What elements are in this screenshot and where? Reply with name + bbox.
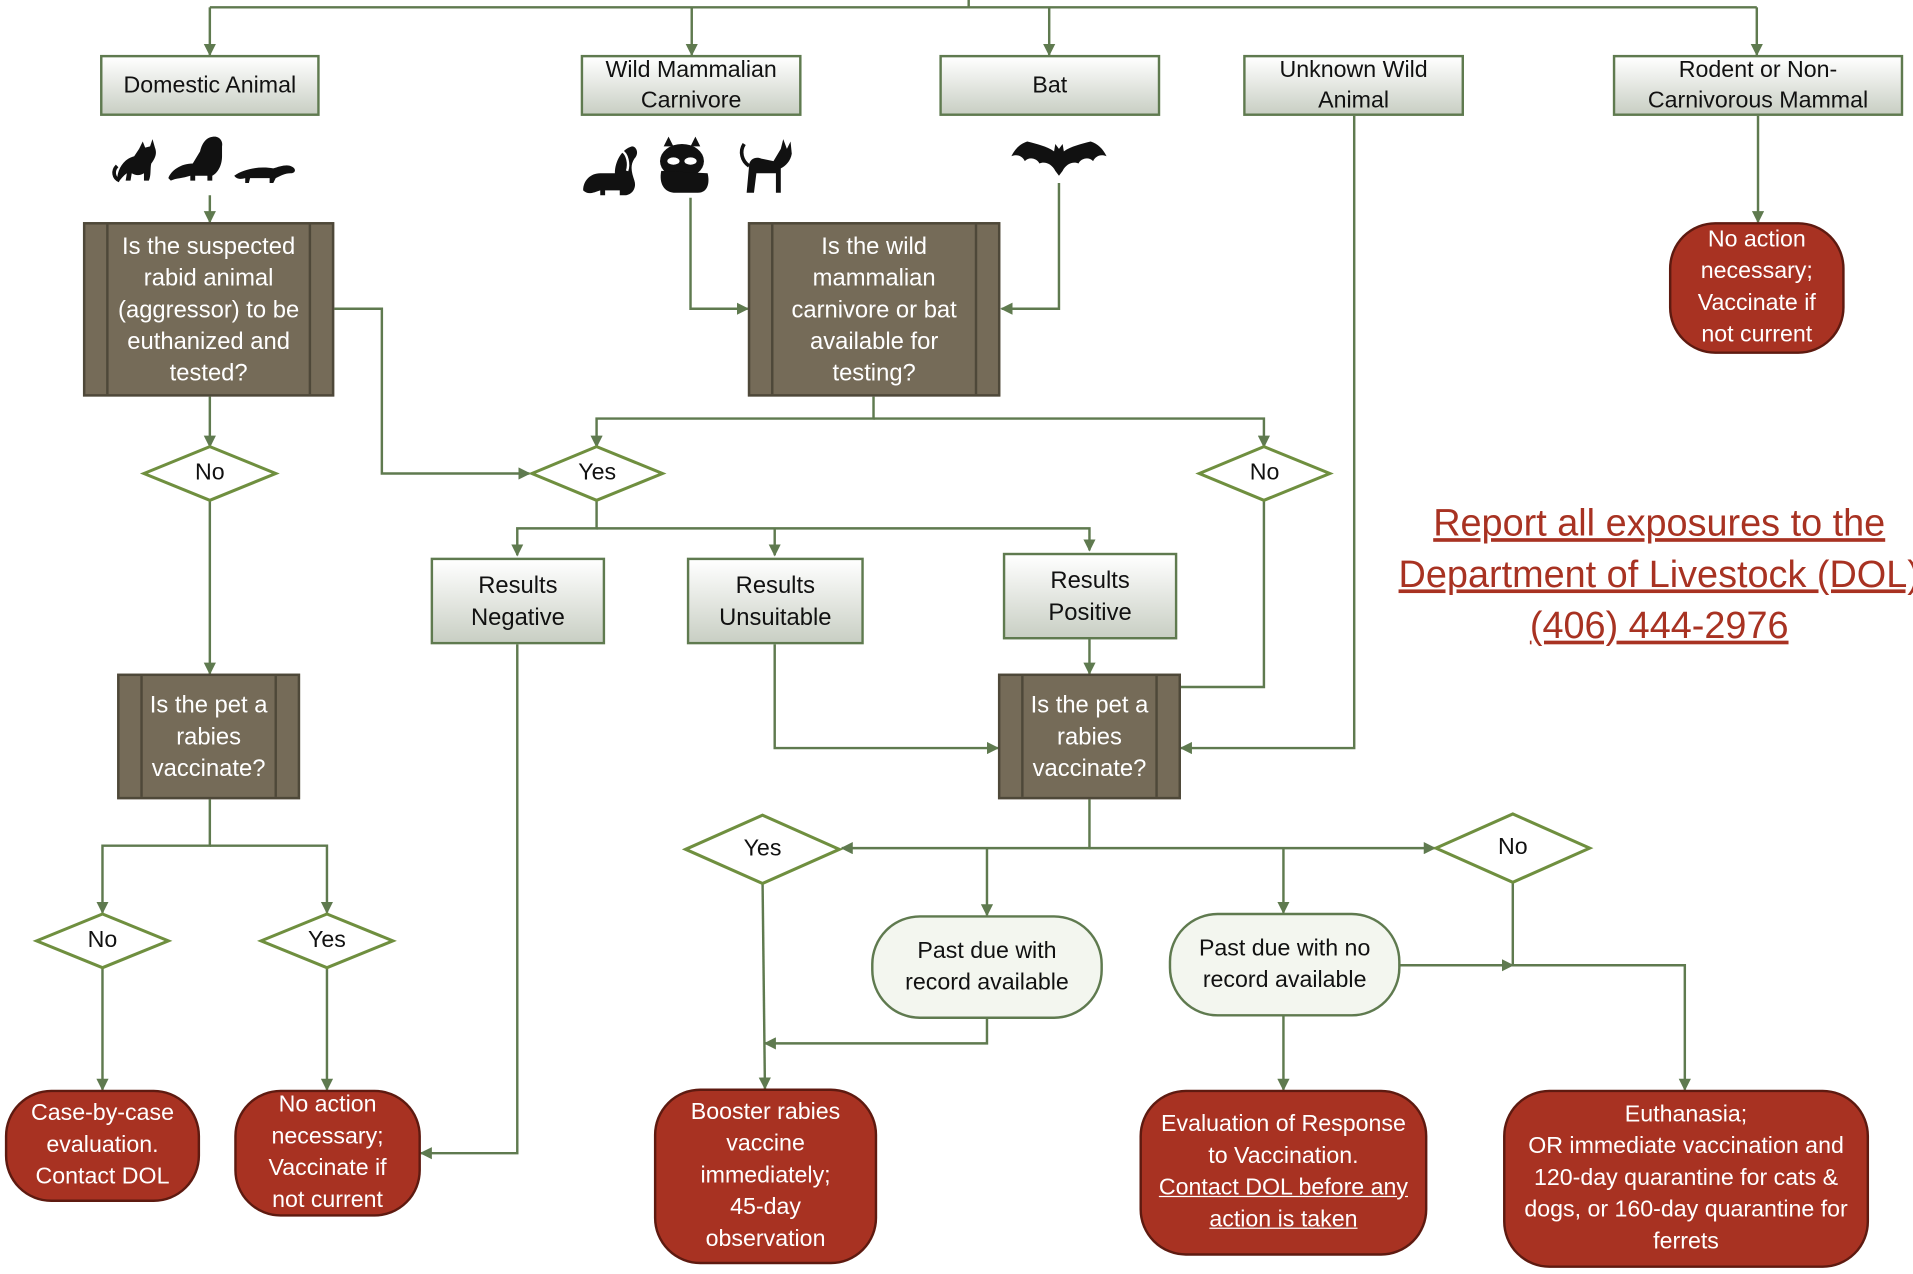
outcome-booster-vaccine: Booster rabies vaccine immediately; 45-d… [653,1088,878,1265]
dog-icon [168,136,223,181]
decision-yes-right [681,813,844,886]
label-yes-tested: Yes [578,460,617,486]
results-unsuitable: Results Unsuitable [686,557,864,645]
label-no-right: No [1497,834,1528,861]
past-due-with-record: Past due with record available [871,915,1103,1019]
outcome-no-action: No action necessary; Vaccinate if not cu… [234,1089,421,1217]
question-available-for-testing: Is the wild mammalian carnivore or bat a… [747,222,1001,397]
category-wild-mammalian-carnivore: Wild Mammalian Carnivore [580,54,802,116]
decision-yes-left [257,912,397,970]
category-bat: Bat [939,54,1161,116]
domestic-icons [112,136,295,184]
category-rodent: Rodent or Non-Carnivorous Mammal [1612,54,1904,116]
decision-no-available [1195,444,1334,502]
question-euthanize-and-test: Is the suspected rabid animal (aggressor… [82,222,335,397]
cat-icon [112,139,156,183]
skunk-icon [583,146,638,196]
outcome-rodent-no-action: No action necessary; Vaccinate if not cu… [1668,222,1845,354]
wild-icons [583,136,792,196]
label-yes-right: Yes [743,835,782,862]
decision-no-left [32,912,173,970]
decision-yes-tested [527,444,667,502]
decision-no-euthanize [139,444,280,502]
results-positive: Results Positive [1002,552,1178,640]
category-domestic-animal: Domestic Animal [100,54,320,116]
label-no-euthanize: No [195,460,225,486]
report-exposures-note: Report all exposures to the Department o… [1376,498,1913,652]
raccoon-icon [660,136,709,193]
ferret-icon [234,165,295,184]
question-pet-vaccinated-left: Is the pet a rabies vaccinate? [117,673,301,800]
bat-icon [1011,141,1107,176]
past-due-no-record: Past due with no record available [1168,912,1401,1017]
label-no-left: No [87,927,118,954]
report-phone[interactable]: (406) 444-2976 [1529,604,1789,647]
decision-no-right [1432,812,1594,884]
fox-icon [739,139,792,193]
outcome-euthanasia: Euthanasia; OR immediate vaccination and… [1503,1089,1870,1268]
outcome-evaluation-of-response: Evaluation of Response to Vaccination. C… [1139,1089,1428,1256]
label-yes-left: Yes [308,927,346,954]
question-pet-vaccinated-right: Is the pet a rabies vaccinate? [997,673,1181,800]
outcome-case-by-case: Case-by-case evaluation. Contact DOL [4,1089,201,1202]
report-line2: Department of Livestock (DOL) [1398,552,1913,596]
label-no-available: No [1249,460,1280,486]
results-negative: Results Negative [430,557,606,645]
report-line1: Report all exposures to the [1433,501,1886,545]
category-unknown-wild-animal: Unknown Wild Animal [1243,54,1464,116]
